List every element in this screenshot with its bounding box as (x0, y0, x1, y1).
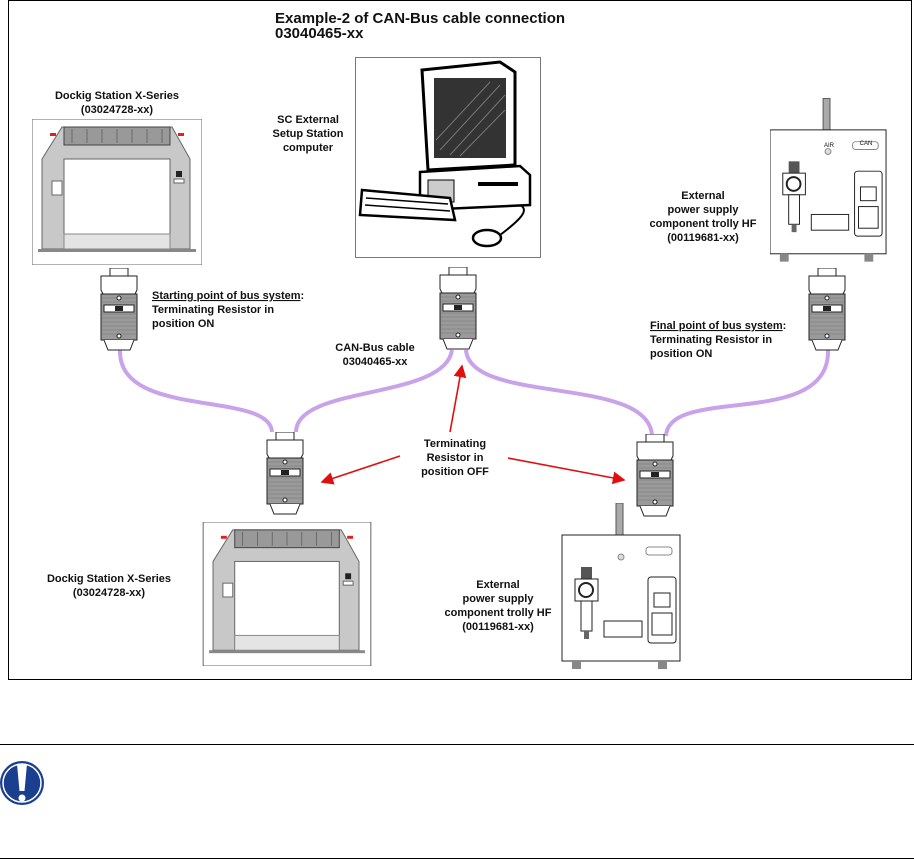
exclamation-icon (0, 761, 44, 805)
can-bus-cable (117, 349, 831, 437)
off-note-3: position OFF (421, 466, 489, 478)
connector-psu-bottom (636, 434, 674, 517)
psu-bottom-label-2: power supply (463, 593, 535, 605)
connector-computer (439, 267, 477, 350)
dock-bottom-part: (03024728-xx) (73, 587, 146, 599)
psu-top-label-2: power supply (668, 204, 740, 216)
off-note-2: Resistor in (427, 452, 484, 464)
final-point-line2: Terminating Resistor in (650, 334, 772, 346)
power-supply-bottom-image (560, 503, 682, 671)
start-point-heading: Starting point of bus system: (152, 290, 304, 302)
off-note-1: Terminating (424, 438, 486, 450)
power-supply-top-image (770, 98, 888, 263)
dock-top-part: (03024728-xx) (81, 104, 154, 116)
final-point-heading: Final point of bus system: (650, 320, 786, 332)
start-point-line2: Terminating Resistor in (152, 304, 274, 316)
diagram-title: Example-2 of CAN-Bus cable connection (275, 10, 565, 27)
cable-label: CAN-Bus cable (335, 342, 414, 354)
diagram-subtitle: 03040465-xx (275, 25, 364, 42)
psu-bottom-label-1: External (476, 579, 519, 591)
start-point-line3: position ON (152, 318, 214, 330)
final-point-line3: position ON (650, 348, 712, 360)
diagram-frame (8, 0, 912, 680)
psu-top-label-1: External (681, 190, 724, 202)
computer-label-3: computer (283, 142, 334, 154)
psu-top-label-4: (00119681-xx) (667, 232, 739, 244)
dock-bottom-label: Dockig Station X-Series (47, 573, 171, 585)
red-arrows (320, 364, 626, 485)
cable-part-number: 03040465-xx (343, 356, 409, 368)
psu-top-label-3: component trolly HF (650, 218, 757, 230)
computer-label-2: Setup Station (273, 128, 344, 140)
dock-top-label: Dockig Station X-Series (55, 90, 179, 102)
computer-label-1: SC External (277, 114, 339, 126)
computer-image (355, 57, 541, 258)
psu-bottom-label-4: (00119681-xx) (462, 621, 534, 633)
connector-start (100, 268, 138, 351)
psu-bottom-label-3: component trolly HF (445, 607, 552, 619)
docking-station-top-image (32, 119, 202, 265)
docking-station-bottom-image (202, 522, 372, 666)
air-port-label: AIR (824, 143, 835, 149)
connector-dock-bottom (266, 432, 304, 515)
notice-top-rule (0, 744, 914, 745)
can-port-label: CAN (860, 141, 873, 147)
connector-final (808, 268, 846, 351)
